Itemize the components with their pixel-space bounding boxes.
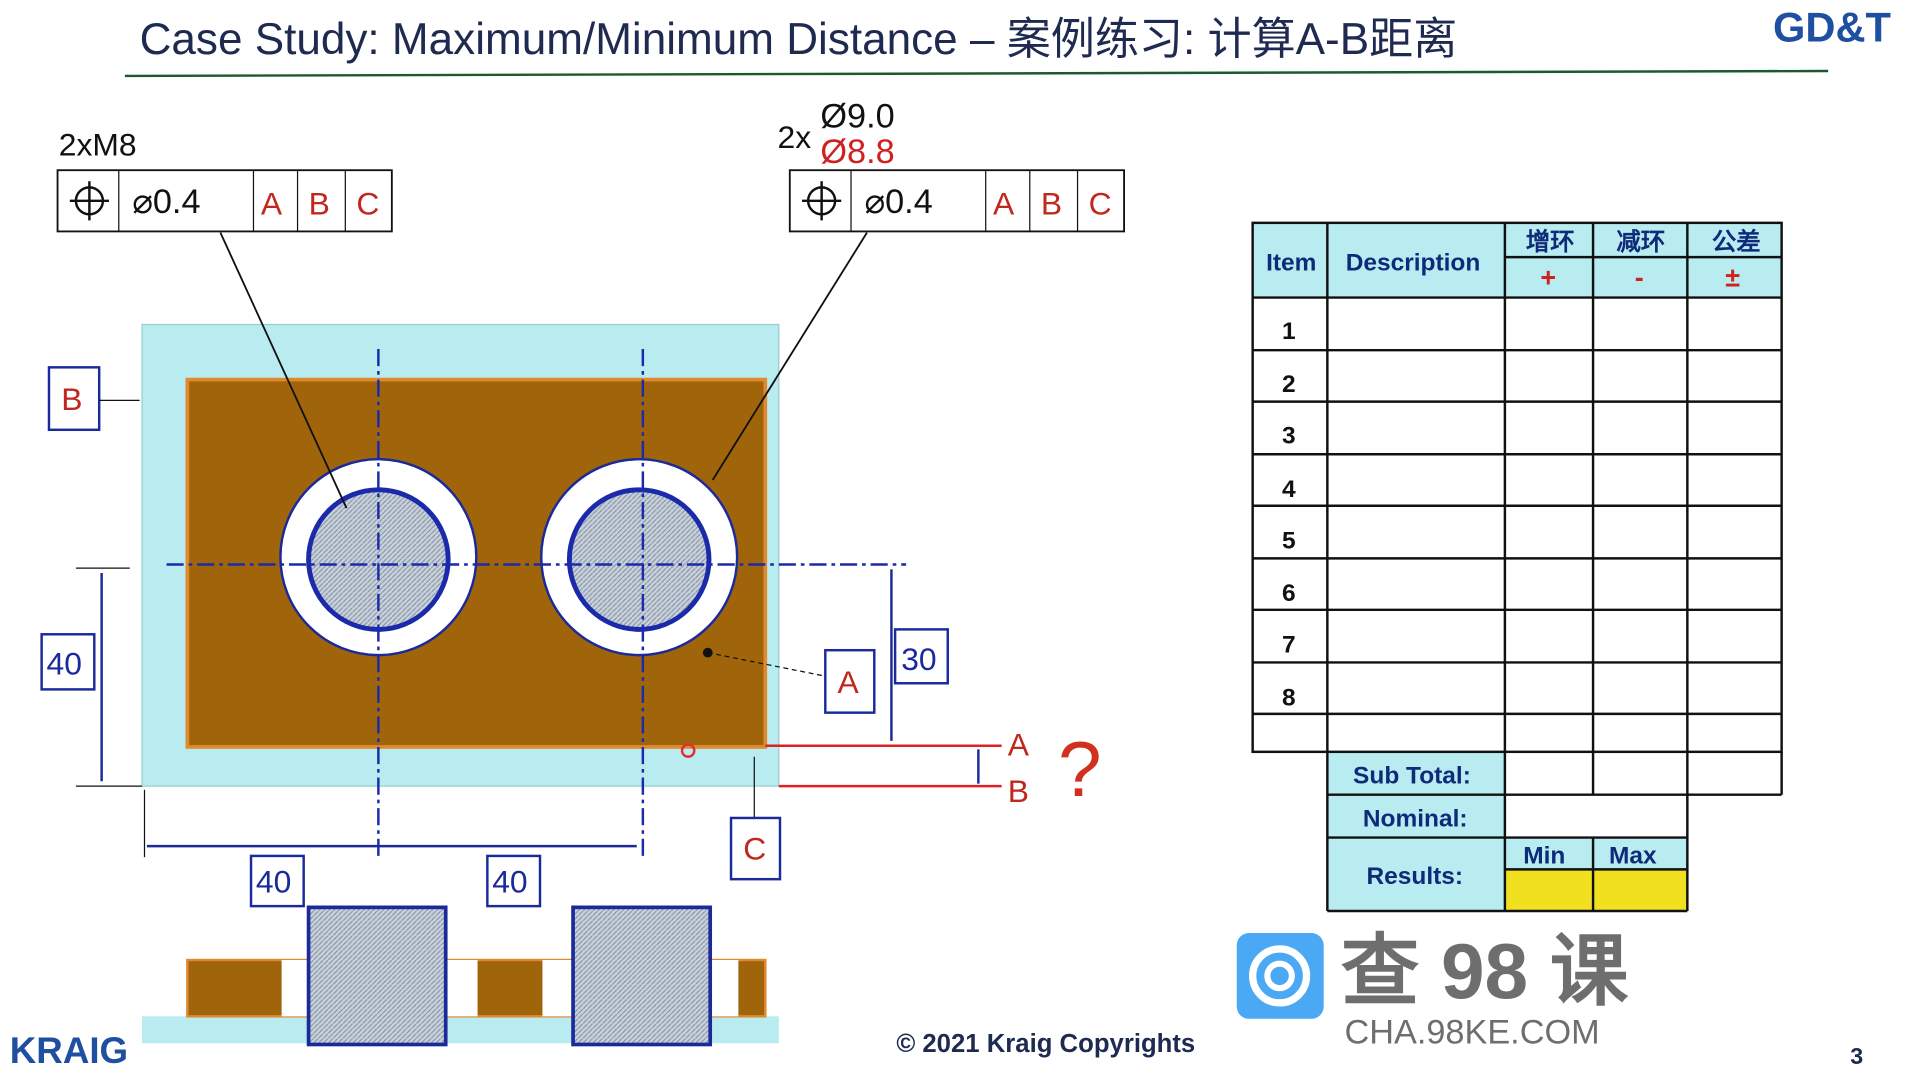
row-item-3: 3 <box>1282 422 1296 449</box>
part-plan-view <box>141 232 907 858</box>
nominal-label: Nominal: <box>1363 806 1468 833</box>
feature-control-frame-left: ⌀0.4 A B C <box>56 169 393 233</box>
results-label: Results: <box>1367 863 1464 890</box>
datum-a-label: A <box>838 664 860 700</box>
subtotal-label: Sub Total: <box>1353 763 1471 790</box>
row-item-5: 5 <box>1282 528 1296 555</box>
row-item-6: 6 <box>1282 580 1296 607</box>
dim-30: 30 <box>901 641 936 677</box>
header-decrease: 减环 <box>1616 228 1665 256</box>
dim-left-40: 40 <box>47 646 82 682</box>
point-b-label: B <box>1008 773 1029 809</box>
row-item-2: 2 <box>1282 371 1296 398</box>
header-increase: 增环 <box>1526 228 1575 256</box>
datum-ref-b-left: B <box>309 185 330 221</box>
thread-note: 2xM8 <box>59 127 137 163</box>
tolerance-value-left: ⌀0.4 <box>132 183 200 221</box>
header-minus: - <box>1635 263 1644 293</box>
tolerance-stack-table: Item Description 增环 减环 公差 + - ± 1 2 3 4 … <box>1251 221 1783 913</box>
watermark-url: CHA.98KE.COM <box>1344 1013 1599 1051</box>
dim-bottom-40-b: 40 <box>492 864 527 900</box>
header-pm: ± <box>1725 263 1740 293</box>
gdt-logo: GD&T <box>1773 4 1891 51</box>
datum-ref-c-left: C <box>356 185 379 221</box>
datum-b-label: B <box>61 381 82 417</box>
min-header: Min <box>1523 842 1565 869</box>
header-item: Item <box>1266 250 1316 277</box>
datum-ref-a-right: A <box>993 185 1015 221</box>
watermark-text: 查 98 课 <box>1341 927 1629 1015</box>
datum-ref-c-right: C <box>1089 185 1112 221</box>
watermark-logo-icon <box>1236 933 1324 1019</box>
title-underline <box>124 69 1829 78</box>
header-tolerance: 公差 <box>1712 227 1761 256</box>
hole-right <box>566 487 712 632</box>
datum-ref-a-left: A <box>261 185 283 221</box>
question-mark: ? <box>1058 725 1102 813</box>
row-item-7: 7 <box>1282 632 1296 659</box>
max-header: Max <box>1609 842 1657 869</box>
header-description: Description <box>1346 250 1481 277</box>
row-item-1: 1 <box>1282 318 1296 345</box>
watermark: 查 98 课 CHA.98KE.COM <box>1236 927 1629 1051</box>
hole-dia-min: Ø8.8 <box>820 133 894 171</box>
tolerance-value-right: ⌀0.4 <box>864 183 932 221</box>
kraig-logo: KRAIG <box>10 1030 128 1071</box>
position-icon <box>802 181 842 221</box>
hole-dia-max: Ø9.0 <box>820 97 894 135</box>
copyright: © 2021 Kraig Copyrights <box>896 1030 1195 1058</box>
part-section-view <box>142 905 779 1047</box>
feature-control-frame-right: ⌀0.4 A B C <box>788 169 1125 233</box>
header-plus: + <box>1540 263 1556 293</box>
datum-c-label: C <box>743 831 766 867</box>
row-item-8: 8 <box>1282 684 1296 711</box>
datum-ref-b-right: B <box>1041 185 1062 221</box>
row-item-4: 4 <box>1282 476 1296 503</box>
slide-title: Case Study: Maximum/Minimum Distance – 案… <box>140 15 1458 64</box>
hole-qty: 2x <box>778 119 812 155</box>
page-number: 3 <box>1850 1043 1863 1069</box>
position-icon <box>69 181 109 221</box>
point-a-label: A <box>1008 727 1030 763</box>
dim-bottom-40-a: 40 <box>256 864 291 900</box>
